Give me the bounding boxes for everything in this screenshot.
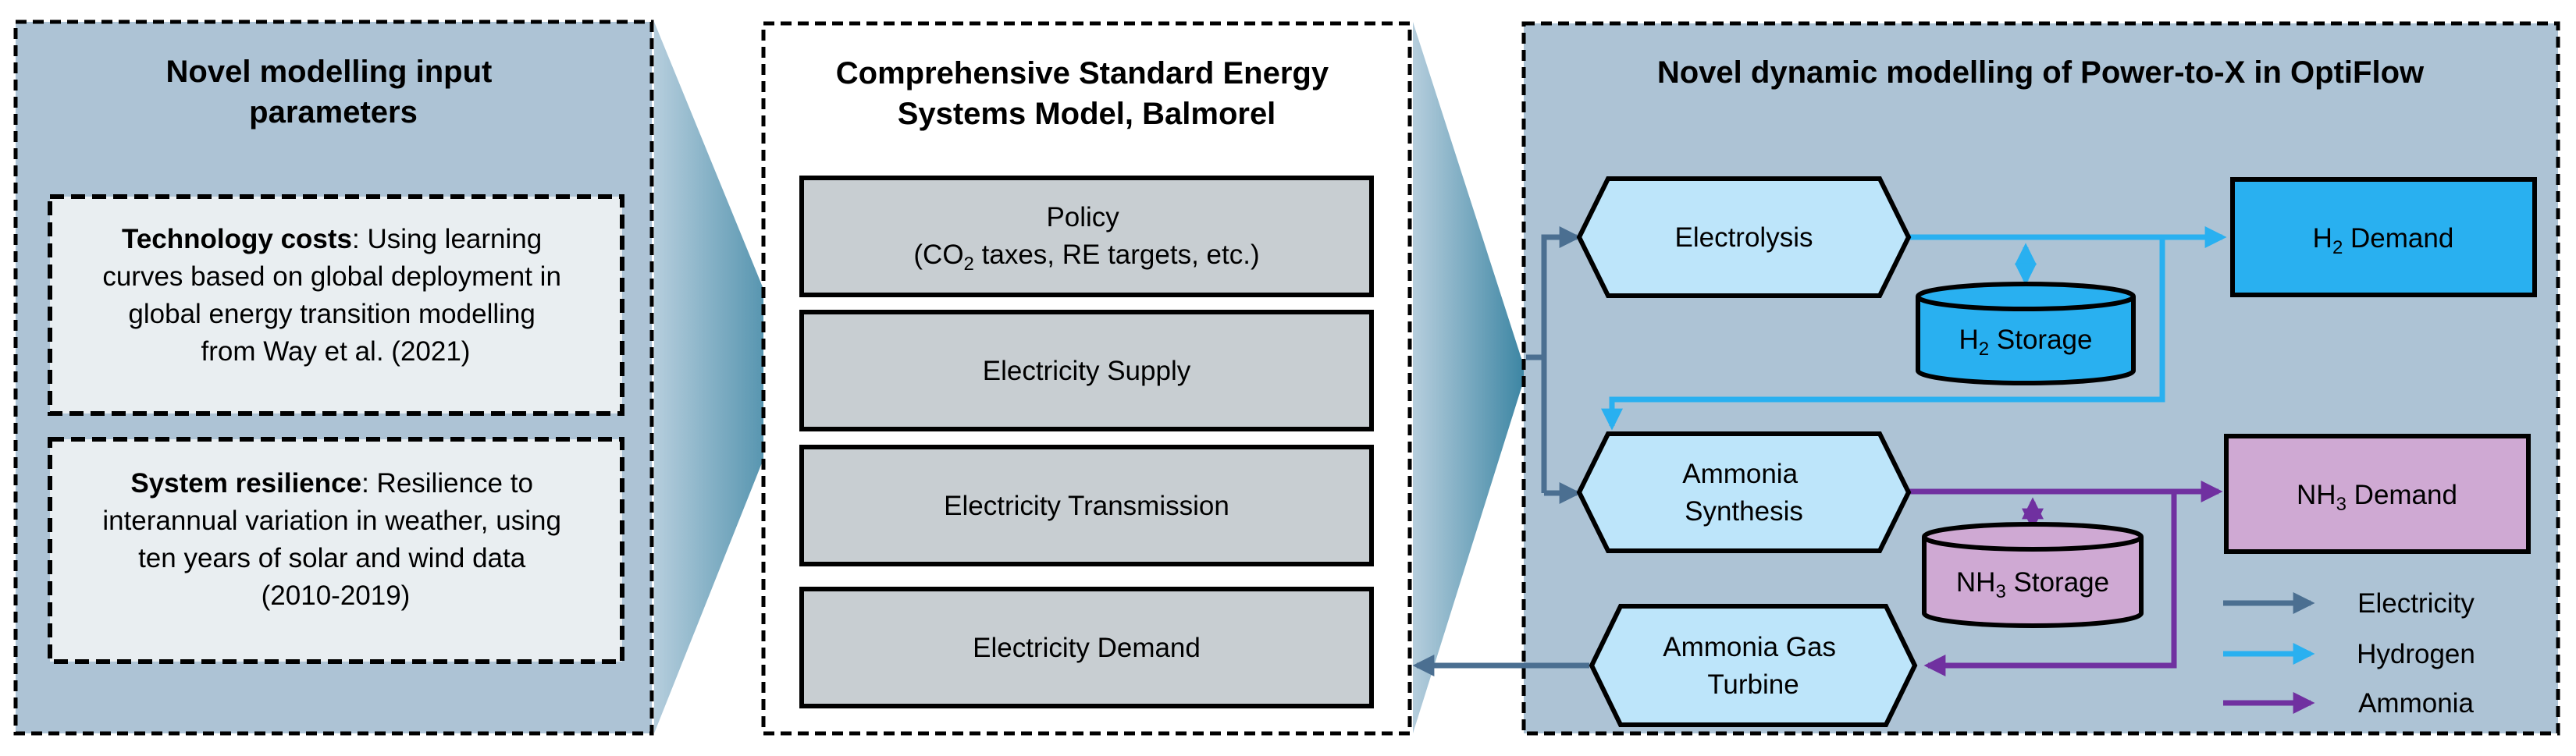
ammonia-gas-turbine-label: Ammonia Gas Turbine bbox=[1663, 632, 1843, 700]
electrolysis-node bbox=[1576, 176, 1912, 298]
left-title-line1: Novel modelling input bbox=[166, 55, 493, 89]
system-resilience-heading: System resilience bbox=[130, 468, 361, 499]
electricity-connections bbox=[1412, 226, 1589, 676]
left-connector-chevron bbox=[654, 22, 798, 733]
technology-costs-text: Technology costs: Using learning curves … bbox=[102, 224, 568, 367]
nh3-demand-label: NH3 Demand bbox=[2297, 480, 2457, 515]
ammonia-gas-turbine-node bbox=[1589, 604, 1918, 727]
electricity-supply-label: Electricity Supply bbox=[983, 356, 1191, 386]
electricity-supply-box bbox=[799, 310, 1374, 431]
electricity-transmission-label: Electricity Transmission bbox=[944, 491, 1229, 521]
left-panel-title: Novel modelling input parameters bbox=[166, 55, 501, 130]
nh3-storage-cylinder: NH3 Storage bbox=[1922, 522, 2144, 628]
nh3-storage-label: NH3 Storage bbox=[1956, 567, 2109, 602]
ammonia-to-turbine-arrow bbox=[1923, 492, 2177, 676]
ammonia-synthesis-label: Ammonia Synthesis bbox=[1682, 459, 1806, 527]
h2-demand-box bbox=[2230, 177, 2537, 297]
electricity-demand-box bbox=[799, 587, 1374, 708]
policy-text: Policy (CO2 taxes, RE targets, etc.) bbox=[913, 202, 1259, 275]
technology-costs-box bbox=[48, 194, 624, 416]
center-panel-title: Comprehensive Standard Energy Systems Mo… bbox=[836, 56, 1337, 131]
h2-storage-cylinder: H2 Storage bbox=[1916, 282, 2136, 385]
hydrogen-connections bbox=[1601, 226, 2227, 431]
h2-demand-label: H2 Demand bbox=[2313, 223, 2454, 258]
left-title-line2: parameters bbox=[249, 95, 418, 130]
policy-box bbox=[799, 176, 1374, 297]
right-connector-chevron bbox=[1413, 22, 1526, 733]
nh3-demand-box bbox=[2224, 434, 2531, 554]
electrolysis-label: Electrolysis bbox=[1675, 222, 1813, 253]
hydrogen-to-synthesis-arrow bbox=[1601, 237, 2165, 431]
system-resilience-text: System resilience: Resilience to interan… bbox=[102, 468, 568, 611]
h2-storage-label: H2 Storage bbox=[1959, 325, 2093, 360]
system-resilience-box bbox=[48, 437, 624, 664]
ammonia-connections bbox=[1909, 481, 2223, 676]
electricity-to-electrolysis-arrow bbox=[1541, 226, 1582, 493]
ammonia-synthesis-node bbox=[1576, 431, 1912, 553]
legend: Electricity Hydrogen Ammonia bbox=[2223, 588, 2475, 719]
legend-hydrogen-label: Hydrogen bbox=[2357, 639, 2475, 669]
legend-electricity-label: Electricity bbox=[2357, 588, 2475, 619]
electricity-transmission-box bbox=[799, 445, 1374, 566]
right-panel-title: Novel dynamic modelling of Power-to-X in… bbox=[1657, 55, 2425, 90]
technology-costs-heading: Technology costs bbox=[122, 224, 352, 254]
legend-ammonia-label: Ammonia bbox=[2358, 688, 2474, 719]
electricity-demand-label: Electricity Demand bbox=[973, 633, 1201, 663]
